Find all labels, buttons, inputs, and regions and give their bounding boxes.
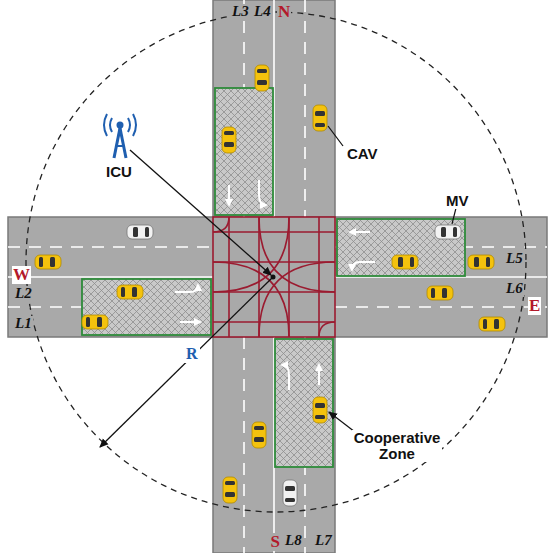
lane-arrows <box>175 180 375 390</box>
zone-leader <box>329 412 355 432</box>
vehicle-type-label: MV <box>444 193 471 209</box>
compass-letter: N <box>277 3 291 21</box>
compass-letter: E <box>528 297 541 315</box>
compass-letter: S <box>270 533 281 551</box>
lane-label: L6 <box>505 281 524 297</box>
unit-label: ICU <box>104 164 134 180</box>
mv-leader <box>452 208 456 224</box>
connected-vehicle <box>117 285 143 299</box>
ns-road <box>213 0 335 553</box>
manual-vehicle <box>435 225 461 239</box>
connected-vehicle <box>35 255 61 269</box>
connected-vehicle <box>427 286 453 300</box>
vehicles <box>35 65 505 506</box>
connected-vehicle <box>223 477 237 503</box>
conflict-paths <box>213 217 335 337</box>
compass-letter: W <box>12 266 31 284</box>
lane-label: L2 <box>14 286 33 302</box>
lane-label: L7 <box>314 533 333 549</box>
junction-area <box>213 217 335 337</box>
connected-vehicle <box>252 422 266 448</box>
lane-label: L5 <box>505 251 524 267</box>
manual-vehicle <box>127 225 153 239</box>
coverage-circle <box>26 12 526 512</box>
connected-vehicle <box>313 105 327 131</box>
manual-vehicle <box>283 480 297 506</box>
lane-label: L4 <box>253 4 272 20</box>
lane-label: L3 <box>231 4 250 20</box>
connected-vehicle <box>222 127 236 153</box>
zone-label: Cooperative Zone <box>352 430 442 462</box>
cooperative-zones <box>82 88 465 467</box>
connected-vehicle <box>313 397 327 423</box>
connected-vehicle <box>82 315 108 329</box>
connected-vehicle <box>255 65 269 91</box>
connected-vehicle <box>468 255 494 269</box>
lane-markings <box>8 0 547 553</box>
cav-leader <box>328 126 343 146</box>
icu-link <box>130 150 271 275</box>
ew-road <box>8 217 547 337</box>
connected-vehicle <box>479 317 505 331</box>
lane-label: L8 <box>284 533 303 549</box>
lane-label: L1 <box>14 316 33 332</box>
vehicle-type-label: CAV <box>345 146 380 162</box>
radius-arrow <box>100 277 273 447</box>
radius-label: R <box>184 346 200 363</box>
connected-vehicle <box>392 255 418 269</box>
